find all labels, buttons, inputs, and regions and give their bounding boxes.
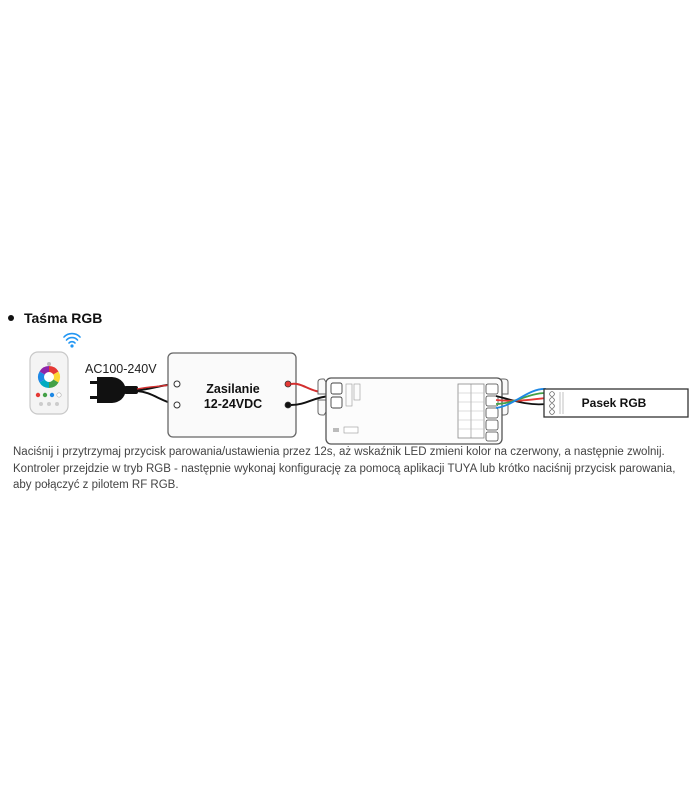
power-supply-box <box>167 352 297 438</box>
bullet-dot <box>8 315 14 321</box>
wiring-diagram: AC100-240V Zasilanie 12-24VDC <box>29 332 689 445</box>
rgb-controller-box <box>317 377 509 445</box>
instruction-caption: Naciśnij i przytrzymaj przycisk parowani… <box>13 446 676 491</box>
psu-label-line2: 12-24VDC <box>204 397 262 411</box>
rgb-led-strip <box>543 388 689 418</box>
power-plug-icon <box>90 377 138 403</box>
mains-voltage-label: AC100-240V <box>85 362 157 376</box>
rgb-output-cable <box>495 388 547 409</box>
section-title: Taśma RGB <box>24 310 103 326</box>
section-heading: Taśma RGB <box>8 308 102 328</box>
remote-control-icon <box>29 351 69 415</box>
psu-label-line1: Zasilanie <box>206 382 260 396</box>
wifi-signal-icon <box>63 332 81 348</box>
led-strip-label: Pasek RGB <box>582 396 647 410</box>
